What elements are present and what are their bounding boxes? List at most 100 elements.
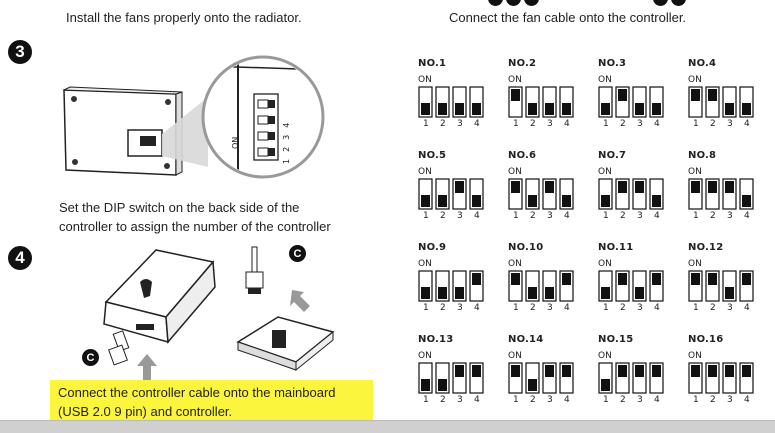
dip-knob-on [725, 181, 734, 193]
dip-switch-number: 4 [474, 211, 480, 220]
zoom-switch-number: 4 [282, 122, 291, 128]
dip-knob-off [438, 379, 447, 391]
page-bottom-edge [0, 420, 775, 433]
dip-knob-off [472, 103, 481, 115]
dip-switch-number: 3 [637, 303, 643, 312]
fan-step-badges-right [653, 0, 686, 6]
dip-switch-number: 2 [440, 211, 446, 220]
dip-entry-label: NO.12 [688, 242, 724, 253]
dip-switch-number: 3 [457, 395, 463, 404]
dip-knob-off [601, 287, 610, 299]
dip-caption-line-1: Set the DIP switch on the back side of t… [59, 200, 300, 215]
fan-step-badges [488, 0, 539, 6]
dip-knob-off [652, 195, 661, 207]
dip-knob-on [618, 89, 627, 101]
step-badge [524, 0, 539, 6]
dip-knob-off [601, 195, 610, 207]
dip-knob-on [455, 181, 464, 193]
dip-knob-off [421, 103, 430, 115]
dip-knob-on [708, 89, 717, 101]
install-fans-caption: Install the fans properly onto the radia… [66, 10, 302, 25]
dip-knob-off [635, 103, 644, 115]
dip-on-label: ON [598, 167, 612, 177]
note-line-1: Connect the controller cable onto the ma… [58, 385, 336, 400]
dip-knob-off [528, 287, 537, 299]
dip-switch-number: 3 [637, 211, 643, 220]
dip-knob-on [545, 181, 554, 193]
dip-knob-off [472, 195, 481, 207]
dip-entry-label: NO.14 [508, 334, 544, 345]
dip-switch-number: 1 [603, 303, 609, 312]
dip-switch-number: 1 [603, 119, 609, 128]
dip-on-label: ON [508, 167, 522, 177]
dip-switch-number: 4 [564, 303, 570, 312]
dip-switch-number: 3 [547, 395, 553, 404]
dip-switch-number: 4 [474, 119, 480, 128]
dip-knob-on [691, 273, 700, 285]
dip-switch-number: 2 [530, 119, 536, 128]
dip-knob-on [691, 181, 700, 193]
dip-knob-on [742, 365, 751, 377]
step-badge [671, 0, 686, 6]
dip-knob-off [601, 379, 610, 391]
dip-switch-number: 4 [564, 211, 570, 220]
dip-switch-number: 2 [530, 303, 536, 312]
dip-switch-number: 2 [620, 211, 626, 220]
dip-entry-label: NO.5 [418, 150, 447, 161]
dip-entry-label: NO.13 [418, 334, 454, 345]
dip-knob-off [545, 103, 554, 115]
dip-switch-number: 4 [564, 119, 570, 128]
dip-on-label: ON [688, 259, 702, 269]
dip-knob-on [708, 181, 717, 193]
dip-switch-number: 2 [530, 211, 536, 220]
dip-on-label: ON [508, 351, 522, 361]
dip-switch-number: 3 [457, 303, 463, 312]
dip-entry-label: NO.11 [598, 242, 634, 253]
zoom-switch-on-label: ON [231, 136, 240, 149]
dip-knob-off [421, 287, 430, 299]
dip-switch-number: 2 [620, 395, 626, 404]
dip-knob-on [511, 365, 520, 377]
dip-knob-on [472, 365, 481, 377]
dip-switch-number: 2 [620, 119, 626, 128]
connect-fan-caption: Connect the fan cable onto the controlle… [449, 10, 687, 25]
dip-knob-on [511, 273, 520, 285]
zoom-switch-number: 2 [282, 146, 291, 152]
dip-switch-number: 4 [654, 303, 660, 312]
dip-entry-label: NO.3 [598, 58, 627, 69]
dip-on-label: ON [598, 75, 612, 85]
dip-knob-off [725, 287, 734, 299]
dip-switch-number: 1 [513, 211, 519, 220]
dip-switch-number: 2 [710, 395, 716, 404]
dip-knob-on [708, 273, 717, 285]
dip-knob-on [562, 273, 571, 285]
dip-switch-number: 3 [457, 211, 463, 220]
dip-entry-label: NO.16 [688, 334, 724, 345]
dip-switch-number: 4 [474, 395, 480, 404]
dip-knob-on [472, 273, 481, 285]
dip-switch-number: 2 [440, 119, 446, 128]
dip-knob-on [708, 365, 717, 377]
zoom-switch-number: 1 [282, 158, 291, 164]
badge-c-cable: C [289, 245, 306, 262]
dip-switch-number: 2 [710, 211, 716, 220]
zoom-switch-numbers: 1 2 3 4 [282, 123, 291, 164]
dip-knob-off [742, 103, 751, 115]
dip-knob-on [635, 365, 644, 377]
dip-switch-number: 4 [654, 395, 660, 404]
dip-switch-number: 2 [620, 303, 626, 312]
